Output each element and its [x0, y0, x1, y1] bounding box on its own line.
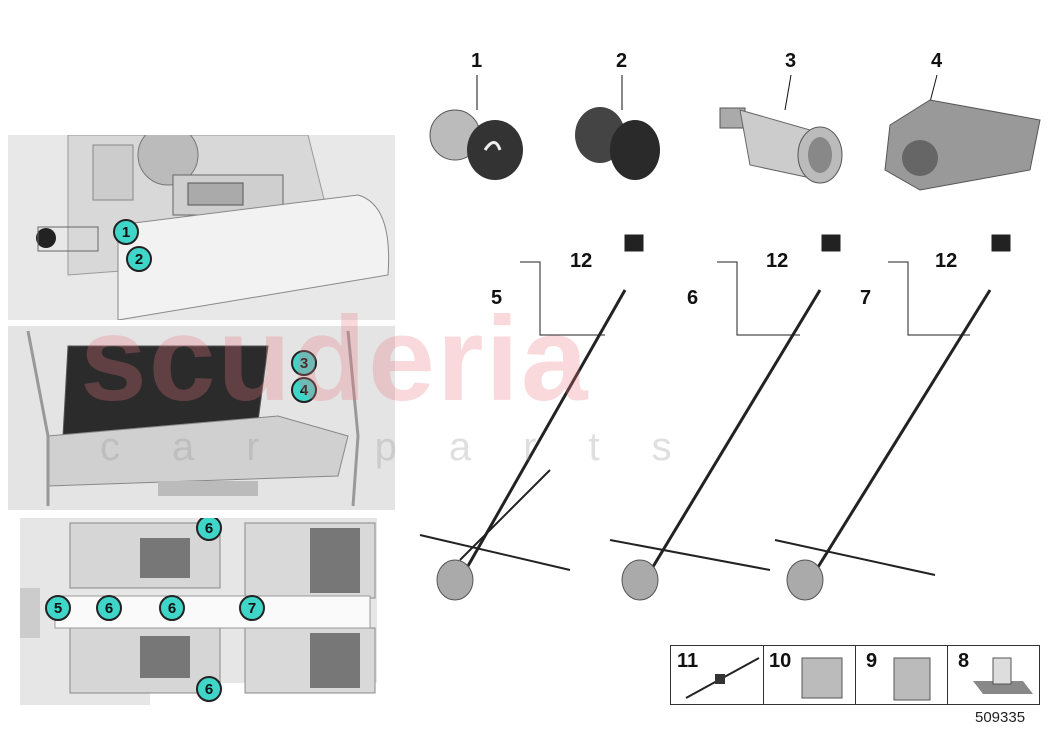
- wiring-harness-7: [774, 234, 1011, 601]
- small-part-cell-9: 9: [855, 645, 948, 705]
- part-number-4: 4: [931, 50, 943, 72]
- part-number-6: 6: [687, 287, 699, 309]
- part-number-7: 7: [860, 287, 872, 309]
- trunk-illustration: 3 4: [8, 326, 395, 510]
- part-number-2: 2: [616, 50, 628, 72]
- parts-drawing: [419, 74, 1041, 601]
- callout-2: 2: [126, 246, 152, 272]
- socket-cover-housing: [884, 74, 1041, 191]
- callout-6: 6: [196, 518, 222, 541]
- cigarette-lighter-socket: [429, 75, 523, 180]
- wiring-harness-5: [419, 234, 644, 601]
- cable-tie-icon: [685, 657, 760, 699]
- mounting-clip-icon: [973, 657, 1033, 694]
- part-number-12: 12: [935, 250, 958, 272]
- watermark-brand: scuderia: [80, 292, 590, 426]
- callout-5: 5: [45, 595, 71, 621]
- watermark-sub: car parts: [100, 425, 724, 469]
- part-number-5: 5: [491, 287, 503, 309]
- part-number-12: 12: [570, 250, 593, 272]
- diagram-number: 509335: [975, 709, 1026, 726]
- holder-clip-icon: [893, 657, 931, 701]
- part-number-1: 1: [471, 50, 483, 72]
- part-number-12: 12: [766, 250, 789, 272]
- small-part-cell-11: 11: [670, 645, 764, 705]
- part-number-8: 8: [958, 650, 970, 672]
- cable-clip-icon: [801, 657, 843, 699]
- part-number-11: 11: [677, 650, 699, 672]
- center-console-drawing: [8, 135, 395, 320]
- callout-7: 7: [239, 595, 265, 621]
- small-part-cell-8: 8: [947, 645, 1040, 705]
- cover-cap: [575, 75, 660, 180]
- interior-top-view: 6 5 6 6 7 6: [20, 518, 377, 705]
- part-number-9: 9: [866, 650, 878, 672]
- console-illustration: 1 2: [8, 135, 395, 320]
- seats-drawing: [20, 518, 377, 705]
- callout-6: 6: [159, 595, 185, 621]
- callout-6: 6: [196, 676, 222, 702]
- socket-housing: [719, 74, 843, 184]
- part-number-3: 3: [785, 50, 797, 72]
- part-number-10: 10: [769, 650, 792, 672]
- callout-4: 4: [291, 377, 317, 403]
- wiring-harness-6: [609, 234, 841, 601]
- callout-1: 1: [113, 219, 139, 245]
- callout-6: 6: [96, 595, 122, 621]
- trunk-drawing: [8, 326, 395, 510]
- callout-3: 3: [291, 350, 317, 376]
- small-part-cell-10: 10: [763, 645, 856, 705]
